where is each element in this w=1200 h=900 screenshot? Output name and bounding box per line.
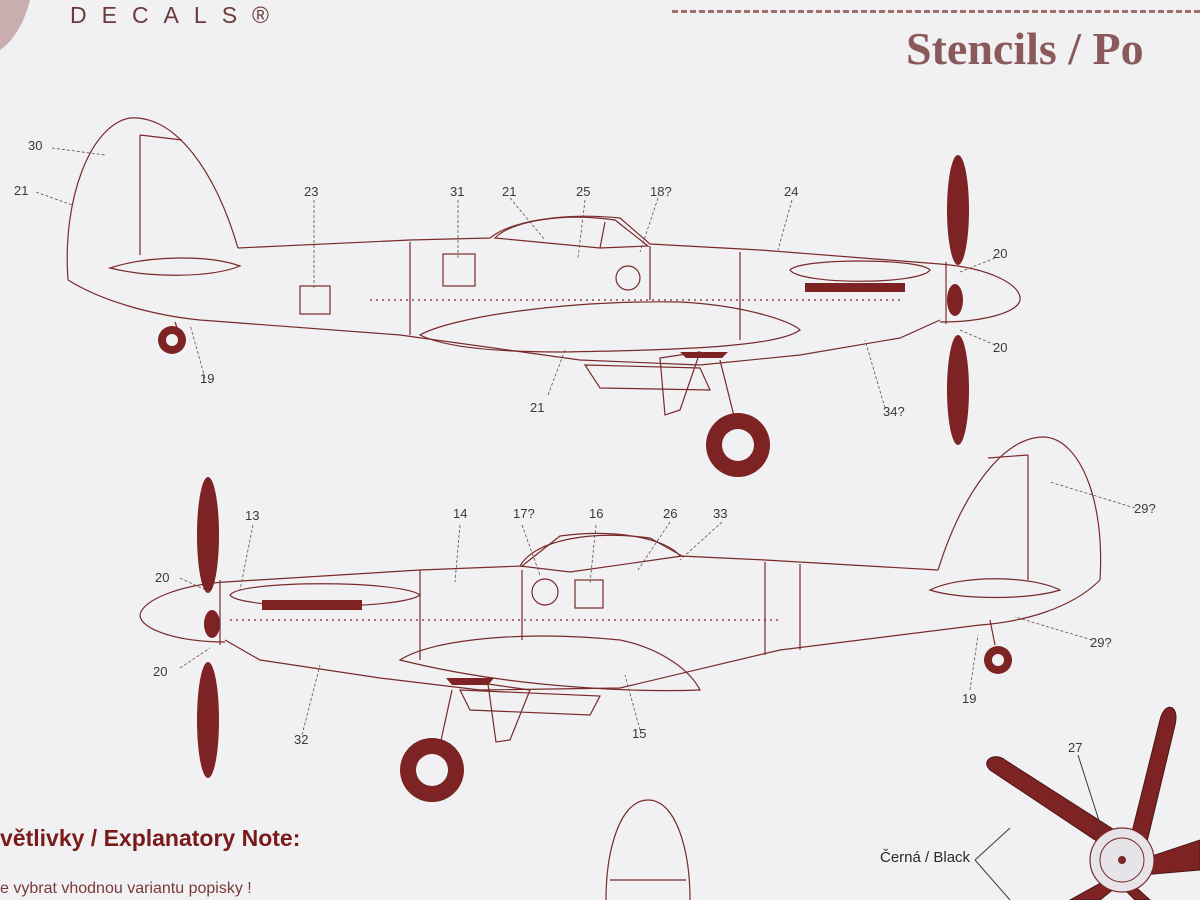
callout-25: 25 <box>576 184 590 199</box>
callout-18: 18? <box>650 184 672 199</box>
callout-34: 34? <box>883 404 905 419</box>
leader-lines <box>35 147 1136 736</box>
aircraft-right-filled-parts <box>158 155 969 477</box>
callout-19-top: 19 <box>200 371 214 386</box>
callout-16: 16 <box>589 506 603 521</box>
wheel-hubs-top <box>166 334 754 461</box>
callout-13: 13 <box>245 508 259 523</box>
callout-20-top-upper: 20 <box>993 246 1007 261</box>
propeller-front-view <box>974 707 1200 900</box>
callout-14: 14 <box>453 506 467 521</box>
aircraft-side-view-left <box>139 436 1102 746</box>
sheet-title: Stencils / Po <box>906 23 1144 74</box>
callout-30: 30 <box>28 138 42 153</box>
callout-33: 33 <box>713 506 727 521</box>
callout-20-top-lower: 20 <box>993 340 1007 355</box>
callout-26: 26 <box>663 506 677 521</box>
callout-20-bottom-upper: 20 <box>155 570 169 585</box>
callout-19-bottom: 19 <box>962 691 976 706</box>
spinner-top-view <box>605 799 691 900</box>
callout-15: 15 <box>632 726 646 741</box>
explanatory-note-text: e vybrat vhodnou variantu popisky ! <box>0 880 252 897</box>
brand-logo-text: DECALS® <box>70 2 284 28</box>
callout-32: 32 <box>294 732 308 747</box>
header-dashed-divider <box>672 10 1200 13</box>
callout-29-lower: 29? <box>1090 635 1112 650</box>
callout-17: 17? <box>513 506 535 521</box>
callout-20-bottom-lower: 20 <box>153 664 167 679</box>
aircraft-left-filled-parts <box>197 477 1012 802</box>
callout-31: 31 <box>450 184 464 199</box>
logo-fragment-icon <box>0 0 30 50</box>
explanatory-note-title: větlivky / Explanatory Note: <box>0 825 301 851</box>
callout-27: 27 <box>1068 740 1082 755</box>
callout-29-upper: 29? <box>1134 501 1156 516</box>
callout-24: 24 <box>784 184 798 199</box>
color-legend-black: Černá / Black <box>880 849 971 866</box>
callout-21-wing: 21 <box>530 400 544 415</box>
callout-21-tail: 21 <box>14 183 28 198</box>
wheel-hubs-bottom <box>416 654 1004 786</box>
aircraft-side-view-right <box>66 117 1021 421</box>
callout-23: 23 <box>304 184 318 199</box>
callout-21-cockpit: 21 <box>502 184 516 199</box>
